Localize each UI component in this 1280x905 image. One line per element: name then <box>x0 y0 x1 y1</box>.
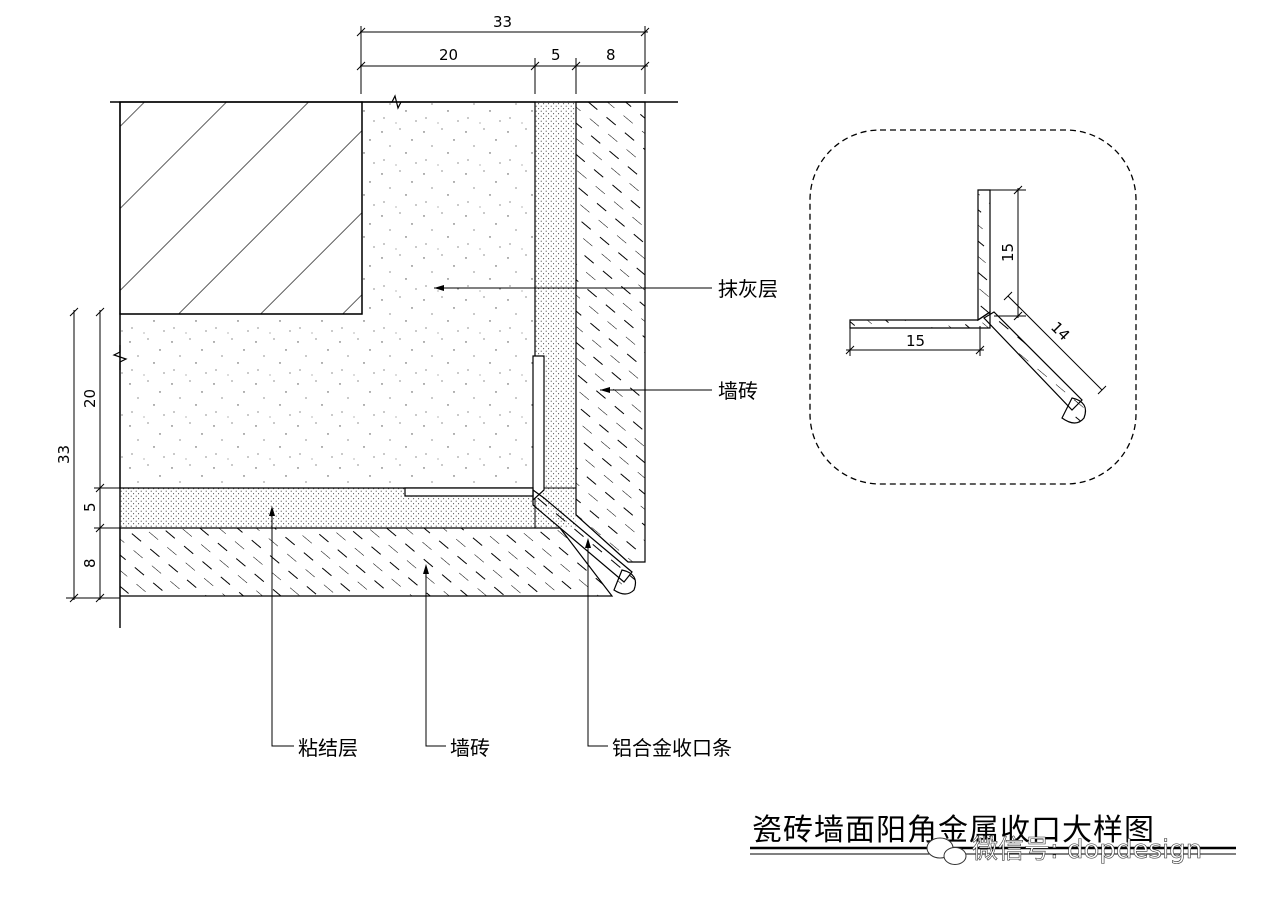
wall-tile-vertical <box>575 101 646 563</box>
leader-lines <box>271 287 712 747</box>
wall-tile-horizontal <box>119 527 614 597</box>
title-underline <box>750 846 1236 855</box>
watermark: 微信号: dopdesign <box>926 835 1203 865</box>
detail-dim-diagonal: 14 <box>1047 318 1073 344</box>
label-adhesive-layer: 粘结层 <box>298 736 358 760</box>
left-dimensions <box>66 307 120 603</box>
dim-left-plaster: 20 <box>81 389 99 408</box>
dim-left-total: 33 <box>55 445 73 464</box>
label-aluminum-trim: 铝合金收口条 <box>612 736 732 760</box>
detail-dimensions <box>845 185 1107 395</box>
dim-left-adhesive: 5 <box>81 502 99 512</box>
break-mark-top <box>380 94 410 110</box>
break-mark-left <box>112 345 128 370</box>
wechat-icon <box>926 837 967 865</box>
detail-trim-profile <box>849 189 1087 424</box>
label-wall-tile-right: 墙砖 <box>718 379 758 403</box>
detail-dim-horizontal: 15 <box>906 332 925 350</box>
dim-left-tile: 8 <box>81 558 99 568</box>
dim-top-adhesive: 5 <box>551 46 561 64</box>
detail-callout-box <box>809 129 1137 485</box>
dim-top-total: 33 <box>493 13 512 31</box>
leader-arrows <box>269 285 610 574</box>
label-plaster-layer: 抹灰层 <box>718 277 778 301</box>
label-wall-tile-bottom: 墙砖 <box>450 736 490 760</box>
watermark-text: 微信号: dopdesign <box>972 835 1202 865</box>
dim-top-plaster: 20 <box>439 46 458 64</box>
masonry-block <box>119 101 363 315</box>
aluminum-trim-strip <box>404 355 637 595</box>
top-dimensions <box>356 26 650 94</box>
detail-dim-vertical: 15 <box>999 243 1017 262</box>
drawing-title: 瓷砖墙面阳角金属收口大样图 <box>752 813 1155 848</box>
dim-top-tile: 8 <box>606 46 616 64</box>
